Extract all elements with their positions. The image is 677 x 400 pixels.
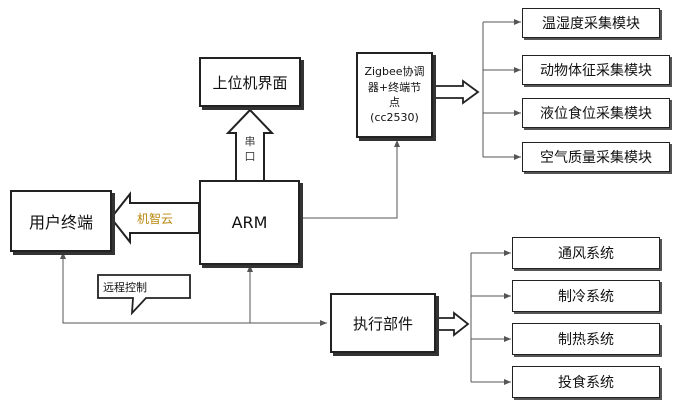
user-terminal-label: 用户终端 [28, 213, 93, 232]
cloud-label: 机智云 [137, 212, 174, 226]
sensor-level-box: 液位食位采集模块 [522, 98, 670, 128]
sensor-temp-box: 温湿度采集模块 [522, 8, 660, 38]
serial-label-char2: 口 [244, 150, 256, 163]
remote-label: 远程控制 [103, 281, 147, 294]
serial-label-char1: 串 [244, 135, 256, 148]
zigbee-box: Zigbee协调 器+终端节 点 (cc2530) [356, 52, 433, 138]
sensor-level-label: 液位食位采集模块 [540, 106, 652, 122]
actuator-cool-box: 制冷系统 [512, 280, 660, 312]
remote-speech-bubble [97, 274, 191, 316]
actuator-cool-label: 制冷系统 [558, 289, 614, 305]
arm-box: ARM [199, 180, 300, 265]
actuator-feed-box: 投食系统 [512, 366, 660, 398]
actuator-heat-label: 制热系统 [558, 332, 614, 348]
zigbee-label-line4: (cc2530) [370, 111, 419, 125]
sensor-animal-box: 动物体征采集模块 [522, 55, 670, 85]
cloud-arrow [109, 191, 200, 245]
actuator-feed-label: 投食系统 [558, 375, 614, 391]
zigbee-label-line2: 器+终端节 [367, 80, 422, 94]
sensor-air-box: 空气质量采集模块 [522, 142, 670, 172]
actuator-vent-label: 通风系统 [558, 246, 614, 262]
serial-arrow [225, 108, 275, 183]
zigbee-output-arrow [432, 79, 480, 105]
zigbee-label-line1: Zigbee协调 [364, 65, 425, 79]
arm-label: ARM [231, 213, 268, 232]
sensor-air-label: 空气质量采集模块 [540, 150, 652, 166]
executor-output-arrow [437, 311, 470, 337]
control-loop-line [62, 252, 327, 326]
serial-label: 串 口 [243, 134, 257, 164]
zigbee-label-line3: 点 [389, 96, 400, 109]
actuator-vent-box: 通风系统 [512, 237, 660, 269]
sensor-temp-label: 温湿度采集模块 [542, 16, 640, 32]
executor-box: 执行部件 [330, 293, 436, 353]
actuator-heat-box: 制热系统 [512, 323, 660, 355]
arm-zigbee-line [300, 140, 400, 219]
host-ui-label: 上位机界面 [212, 73, 288, 92]
host-ui-box: 上位机界面 [199, 57, 301, 107]
executor-label: 执行部件 [352, 314, 413, 333]
user-terminal-box: 用户终端 [10, 190, 112, 252]
sensor-animal-label: 动物体征采集模块 [540, 63, 652, 79]
